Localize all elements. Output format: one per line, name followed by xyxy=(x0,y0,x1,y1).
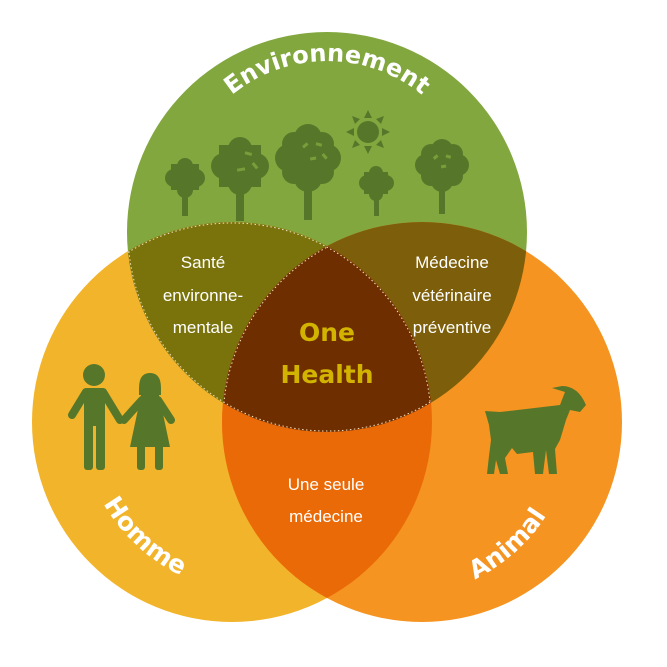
svg-text:Une seule: Une seule xyxy=(288,475,365,494)
label-one-health: One Health xyxy=(280,318,373,389)
man-icon xyxy=(68,364,124,470)
label-medecine-veterinaire-preventive: Médecine vétérinaire préventive xyxy=(412,253,491,337)
svg-text:Santé: Santé xyxy=(181,253,225,272)
svg-text:mentale: mentale xyxy=(173,318,233,337)
svg-text:Health: Health xyxy=(280,360,373,389)
tree-icon xyxy=(415,139,469,214)
label-sante-environnementale: Santé environne- mentale xyxy=(163,253,243,337)
svg-text:Médecine: Médecine xyxy=(415,253,489,272)
svg-text:environne-: environne- xyxy=(163,286,243,305)
svg-text:médecine: médecine xyxy=(289,507,363,526)
sheep-icon xyxy=(485,386,586,474)
tree-icon xyxy=(359,166,394,216)
woman-icon xyxy=(120,373,175,470)
svg-text:préventive: préventive xyxy=(413,318,491,337)
svg-text:One: One xyxy=(299,318,355,347)
sun-icon xyxy=(346,110,390,154)
people-icon xyxy=(68,364,175,470)
trees-and-sun-icon xyxy=(165,110,469,221)
tree-icon xyxy=(165,158,205,216)
svg-text:vétérinaire: vétérinaire xyxy=(412,286,491,305)
label-une-seule-medecine: Une seule médecine xyxy=(288,475,365,526)
